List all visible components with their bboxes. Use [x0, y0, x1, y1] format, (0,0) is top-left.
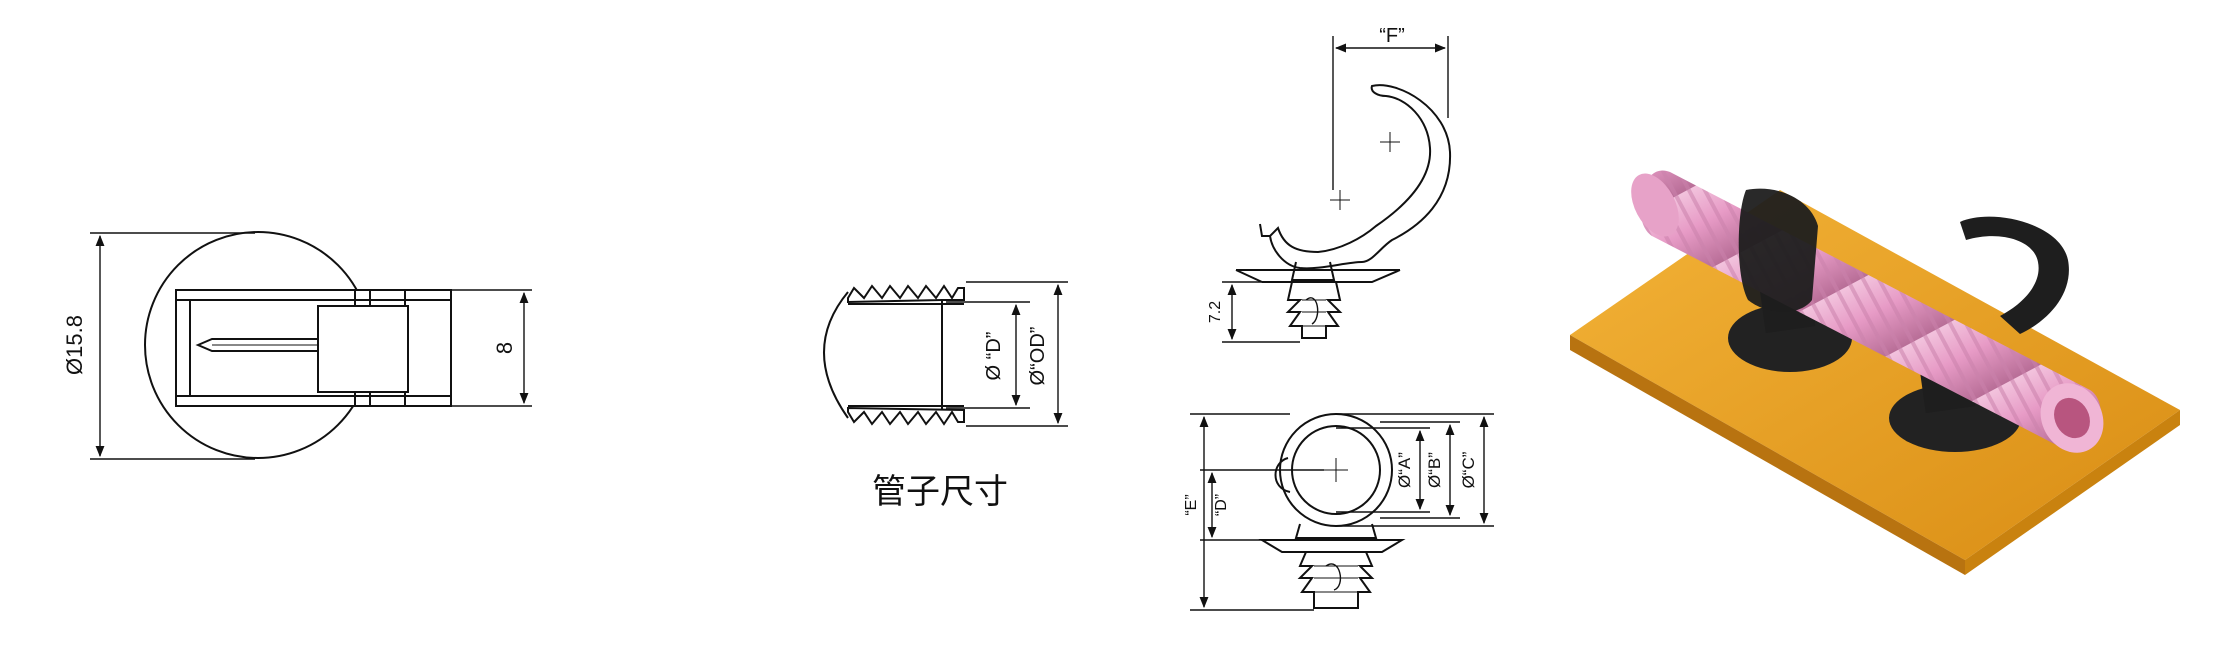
tube-section-drawing	[823, 284, 965, 426]
f-dimension-label: “F”	[1379, 25, 1405, 47]
tube-bottom-corrugation	[847, 406, 965, 426]
e-dimension-label: “E”	[1183, 494, 1200, 515]
side-view-dimensions	[90, 232, 532, 460]
b-diameter-label: Ø“B”	[1425, 452, 1444, 488]
clip-head-rect	[317, 305, 409, 393]
tube-top-corrugation	[847, 284, 965, 304]
height-8-label: 8	[492, 342, 517, 354]
d-dimension-label: “D”	[1213, 494, 1230, 516]
tube-left-arc	[823, 291, 849, 419]
clip-open-ring	[1268, 84, 1452, 270]
diameter-15-8-label: Ø15.8	[62, 315, 87, 375]
product-3d-render	[1570, 170, 2180, 575]
clip-stem-barbs	[1285, 281, 1343, 339]
mounting-plate	[1570, 190, 2180, 560]
clip-closed-stem	[1297, 551, 1375, 609]
clip-open-view-drawing	[1235, 84, 1452, 339]
clip-body-rect	[175, 289, 452, 407]
side-view-drawing	[144, 231, 452, 459]
clip-closed-view-drawing	[1258, 413, 1406, 609]
clip-closed-flange	[1258, 539, 1406, 553]
clip-flange-cone	[1235, 269, 1401, 283]
clip-open-dimensions	[1222, 36, 1449, 343]
clip-closed-dimensions	[1190, 413, 1494, 611]
clip-closed-collar	[1294, 523, 1378, 539]
height-7-2-label: 7.2	[1207, 301, 1224, 323]
a-diameter-label: Ø“A”	[1395, 452, 1414, 488]
clip-open-arm-render	[1960, 216, 2069, 334]
tube-outer-diameter-label: Ø“OD”	[1027, 327, 1049, 386]
clip-closed-band-render	[1738, 188, 1818, 312]
tube-size-caption: 管子尺寸	[872, 472, 1008, 512]
tube-inner-diameter-label: Ø “D”	[983, 332, 1005, 381]
c-diameter-label: Ø“C”	[1459, 451, 1478, 488]
tube-back-end	[1631, 173, 1679, 237]
tube-dimensions	[946, 281, 1068, 427]
clip-open-centermarks	[1330, 132, 1400, 210]
clip-closed-centermark	[1324, 458, 1348, 482]
